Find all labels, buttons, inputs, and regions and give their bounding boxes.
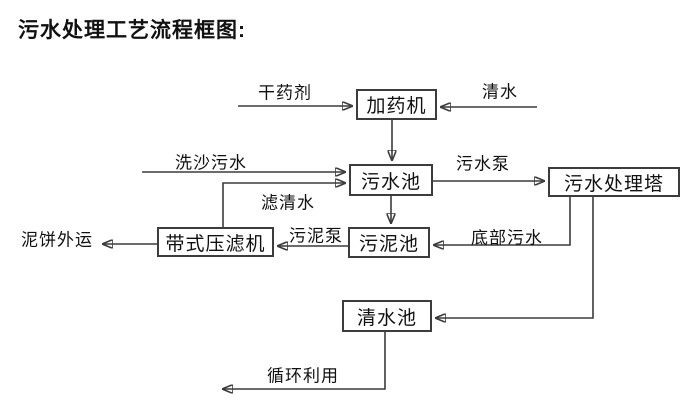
edge-filtered-water-to-sewage-pool <box>222 183 345 227</box>
edge-label-dry-agent: 干药剂 <box>258 83 312 103</box>
edge-label-sand-washing-sewage: 洗沙污水 <box>175 153 247 173</box>
page-title: 污水处理工艺流程框图: <box>18 19 246 42</box>
edge-bottom-sewage-to-sludge-pool <box>434 197 571 245</box>
edge-label-clean-water: 清水 <box>482 82 518 102</box>
edge-label-sludge-pump: 污泥泵 <box>289 226 343 246</box>
edge-label-filtered-water: 滤清水 <box>261 193 315 213</box>
edge-recycling-out <box>223 332 386 389</box>
node-belt-filter-press: 带式压滤机 <box>157 227 274 257</box>
node-sewage-treatment-tower: 污水处理塔 <box>548 167 680 197</box>
edge-tower-to-clean-water-pool <box>436 197 594 318</box>
edge-label-sewage-pump: 污水泵 <box>456 154 510 174</box>
node-clean-water-pool: 清水池 <box>342 300 432 332</box>
node-sewage-pool: 污水池 <box>349 164 433 196</box>
node-sludge-pool: 污泥池 <box>348 227 430 258</box>
edge-label-mud-cake-outbound: 泥饼外运 <box>21 230 93 250</box>
edge-label-bottom-sewage: 底部污水 <box>471 228 543 248</box>
edge-label-recycling: 循环利用 <box>267 366 339 386</box>
node-dosing-machine: 加药机 <box>356 89 437 120</box>
